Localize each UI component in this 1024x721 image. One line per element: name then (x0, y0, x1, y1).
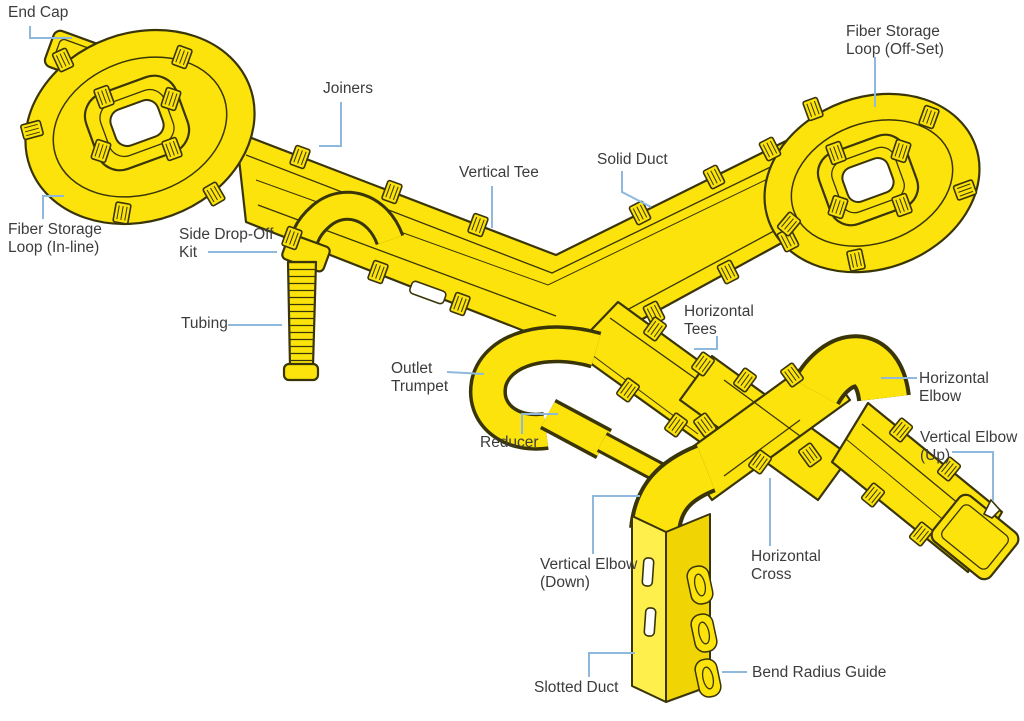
label-side-drop-off-kit: Side Drop-Off Kit (179, 226, 274, 261)
label-outlet-trumpet: Outlet Trumpet (391, 360, 449, 395)
leader-solid-duct (621, 171, 652, 208)
label-slotted-duct: Slotted Duct (534, 679, 619, 696)
label-fiber-storage-loop-inline: Fiber Storage Loop (In-line) (8, 221, 102, 256)
vertical-elbow-up-part (930, 493, 1020, 581)
label-fiber-storage-loop-offset: Fiber Storage Loop (Off-Set) (846, 23, 944, 58)
vertical-tee-part (409, 280, 447, 305)
leader-vertical-elbow-down (592, 495, 640, 554)
leader-reducer (521, 413, 558, 434)
leader-vertical-elbow-up (952, 451, 994, 501)
label-bend-radius-guide: Bend Radius Guide (752, 664, 887, 681)
leader-loop-inline (42, 195, 64, 219)
tubing-part (282, 260, 320, 382)
label-vertical-elbow-down: Vertical Elbow (Down) (540, 556, 638, 591)
label-joiners: Joiners (323, 80, 373, 97)
leader-horizontal-tees (694, 336, 718, 350)
label-horizontal-tees: Horizontal Tees (684, 303, 754, 338)
reducer-part (539, 399, 666, 483)
leader-lines (29, 26, 994, 677)
outlet-trumpet-part (468, 325, 602, 451)
slotted-duct-part (631, 513, 711, 703)
label-tubing: Tubing (181, 315, 228, 332)
leader-joiners (319, 102, 342, 147)
label-vertical-elbow-up: Vertical Elbow (Up) (920, 429, 1018, 464)
label-reducer: Reducer (480, 434, 539, 451)
leader-outlet-trumpet (446, 371, 485, 375)
label-horizontal-cross: Horizontal Cross (751, 548, 821, 583)
leader-slotted-duct (588, 652, 635, 677)
vertical-elbow-down-part (629, 443, 717, 534)
label-horizontal-elbow: Horizontal Elbow (919, 370, 989, 405)
bend-radius-guide-part (686, 565, 722, 698)
leader-end-cap (29, 26, 72, 39)
label-end-cap: End Cap (8, 4, 69, 21)
label-solid-duct: Solid Duct (597, 151, 668, 168)
label-vertical-tee: Vertical Tee (459, 164, 539, 181)
horizontal-elbow-part (792, 334, 911, 407)
